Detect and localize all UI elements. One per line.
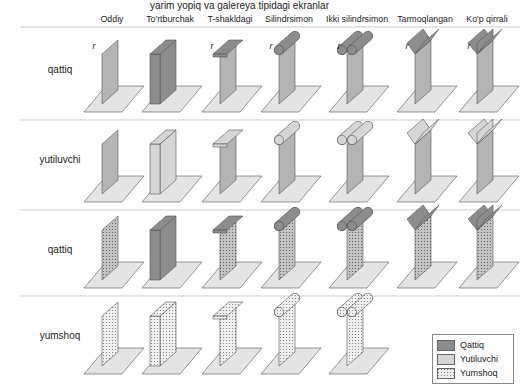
dimension-mark: r [406, 42, 409, 52]
column-header: Ikki silindrsimon [326, 15, 388, 25]
screen-figure [84, 40, 144, 112]
screen-figure [202, 216, 262, 288]
screen-figure [142, 130, 202, 202]
screen-figure [84, 130, 144, 202]
dimension-mark: r [211, 42, 214, 52]
screen-figure [142, 216, 202, 288]
row-separator [20, 27, 520, 28]
row-separator [20, 296, 520, 297]
row-label: qattiq [48, 64, 72, 75]
screen-figure [459, 119, 519, 202]
screen-figure [142, 40, 202, 112]
dimension-mark: r [93, 42, 96, 52]
screen-figure [261, 36, 321, 112]
screen-figure [329, 212, 389, 288]
legend-entry: Qattiq [437, 338, 509, 352]
legend-text: Qattiq [460, 340, 484, 350]
row-separator [20, 120, 520, 121]
screen-figure [202, 302, 262, 374]
screen-figure [459, 29, 519, 112]
column-header: Oddiy [101, 15, 124, 25]
screen-figure [329, 126, 389, 202]
dimension-mark: r [338, 42, 341, 52]
legend-swatch [437, 368, 455, 379]
legend-swatch [437, 340, 455, 351]
column-header: Silindrsimon [265, 15, 313, 25]
legend-box: QattiqYutiluvchiYumshoq [432, 334, 514, 384]
screen-figure [142, 302, 202, 374]
screen-figure [202, 130, 262, 202]
legend-entry: Yutiluvchi [437, 352, 509, 366]
legend-swatch [437, 354, 455, 365]
screen-figure [397, 29, 457, 112]
legend-text: Yumshoq [460, 368, 498, 378]
screen-figure [84, 216, 144, 288]
column-header: To'rtburchak [146, 15, 194, 25]
diagram-title: yarim yopiq va galereya tipidagi ekranla… [150, 0, 329, 11]
legend-entry: Yumshoq [437, 366, 509, 380]
dimension-mark: r [468, 42, 471, 52]
row-separator [20, 210, 520, 211]
screen-figure [329, 298, 389, 374]
column-header: Tarmoqlangan [397, 15, 453, 25]
dimension-mark: r [270, 42, 273, 52]
legend-text: Yutiluvchi [460, 354, 498, 364]
screen-figure [329, 36, 389, 112]
row-label: yumshoq [40, 330, 81, 341]
screen-figure [202, 40, 262, 112]
column-header: T-shakldagi [208, 15, 253, 25]
screen-figure [261, 126, 321, 202]
screen-figure [84, 302, 144, 374]
screen-figure [459, 205, 519, 288]
screen-figure [261, 298, 321, 374]
screen-figure [397, 205, 457, 288]
row-label: yutiluvchi [39, 154, 80, 165]
screen-figure [397, 119, 457, 202]
screen-figure [261, 212, 321, 288]
row-label: qattiq [48, 244, 72, 255]
column-header: Ko'p qirrali [466, 15, 507, 25]
